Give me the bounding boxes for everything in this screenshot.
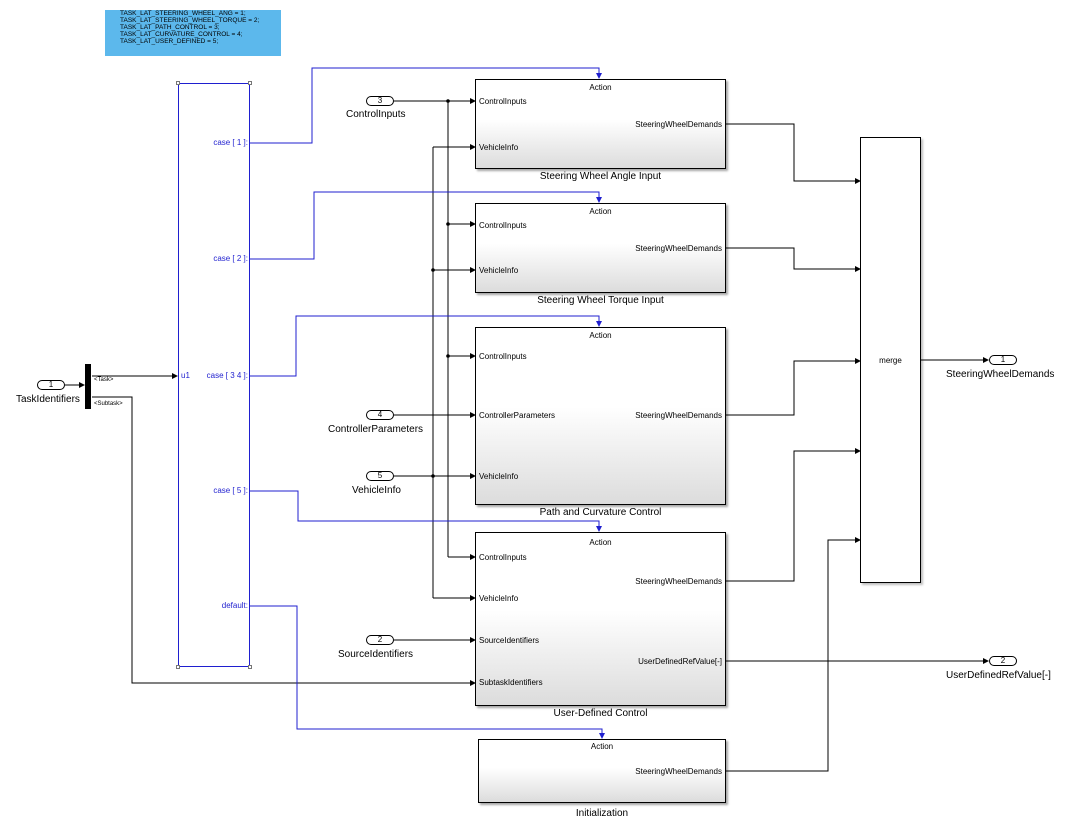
- switch-case-label: case [ 3 4 ]:: [206, 371, 248, 380]
- output-port-label: SteeringWheelDemands: [635, 244, 722, 253]
- inport-label: SourceIdentifiers: [338, 649, 414, 660]
- outport-label: SteeringWheelDemands: [946, 369, 1055, 380]
- inport-control-inputs[interactable]: 3: [366, 96, 394, 106]
- switch-case-label: default:: [221, 601, 248, 610]
- subsystem-title: Steering Wheel Angle Input: [539, 171, 662, 182]
- switch-case-block[interactable]: [178, 83, 250, 667]
- subsystem-steering-wheel-torque-input[interactable]: Action ControlInputs VehicleInfo Steerin…: [475, 203, 726, 293]
- port-number: 2: [377, 635, 383, 644]
- input-port-label: VehicleInfo: [479, 266, 519, 275]
- resize-handle[interactable]: [248, 81, 252, 85]
- input-port-label: VehicleInfo: [479, 594, 519, 603]
- output-port-label: SteeringWheelDemands: [635, 120, 722, 129]
- input-port-label: VehicleInfo: [479, 143, 519, 152]
- subsystem-title: User-Defined Control: [553, 708, 648, 719]
- switch-case-label: case [ 2 ]:: [213, 254, 248, 263]
- note-line: TASK_LAT_CURVATURE_CONTROL = 4;: [120, 30, 243, 38]
- merge-label: merge: [879, 356, 902, 365]
- subsystem-title: Initialization: [575, 808, 629, 819]
- action-port-label: Action: [589, 83, 612, 92]
- input-port-label: VehicleInfo: [479, 472, 519, 481]
- bus-out-subtask-label: <Subtask>: [94, 401, 123, 407]
- inport-label: TaskIdentifiers: [16, 394, 80, 405]
- output-port-label: UserDefinedRefValue[-]: [638, 657, 722, 666]
- subsystem-steering-wheel-angle-input[interactable]: Action ControlInputs VehicleInfo Steerin…: [475, 79, 726, 169]
- inport-source-identifiers[interactable]: 2: [366, 635, 394, 645]
- switch-case-label: case [ 5 ]:: [213, 486, 248, 495]
- subsystem-path-and-curvature-control[interactable]: Action ControlInputs ControllerParameter…: [475, 327, 726, 505]
- port-number: 5: [377, 471, 383, 480]
- action-port-label: Action: [589, 207, 612, 216]
- input-port-label: SourceIdentifiers: [479, 636, 540, 645]
- note-line: TASK_LAT_PATH_CONTROL = 3;: [120, 23, 220, 31]
- subsystem-title: Path and Curvature Control: [539, 507, 662, 518]
- port-number: 3: [377, 96, 383, 105]
- input-port-label: ControllerParameters: [479, 411, 556, 420]
- subsystem-title: Steering Wheel Torque Input: [537, 295, 664, 306]
- outport-steering-wheel-demands[interactable]: 1: [989, 355, 1017, 365]
- input-port-label: ControlInputs: [479, 352, 527, 361]
- subsystem-user-defined-control[interactable]: Action ControlInputs VehicleInfo SourceI…: [475, 532, 726, 706]
- port-number: 4: [377, 410, 383, 419]
- outport-label: UserDefinedRefValue[-]: [946, 670, 1051, 681]
- inport-task-identifiers[interactable]: 1: [37, 380, 65, 390]
- input-port-label: ControlInputs: [479, 221, 527, 230]
- action-port-label: Action: [589, 331, 612, 340]
- switch-case-label: case [ 1 ]:: [213, 138, 248, 147]
- output-port-label: SteeringWheelDemands: [635, 577, 722, 586]
- resize-handle[interactable]: [176, 665, 180, 669]
- port-number: 2: [1000, 656, 1006, 665]
- bus-selector[interactable]: [85, 364, 91, 409]
- task-id-note: TASK_LAT_STEERING_WHEEL_ANG = 1; TASK_LA…: [105, 10, 281, 56]
- port-number: 1: [1000, 355, 1006, 364]
- merge-block[interactable]: merge: [860, 137, 921, 583]
- resize-handle[interactable]: [176, 81, 180, 85]
- inport-label: VehicleInfo: [352, 485, 401, 496]
- input-port-label: SubtaskIdentifiers: [479, 678, 543, 687]
- inport-controller-parameters[interactable]: 4: [366, 410, 394, 420]
- note-line: TASK_LAT_STEERING_WHEEL_ANG = 1;: [120, 10, 246, 17]
- output-port-label: SteeringWheelDemands: [635, 411, 722, 420]
- subsystem-initialization[interactable]: Action SteeringWheelDemands: [478, 739, 726, 803]
- action-port-label: Action: [589, 538, 612, 547]
- bus-out-task-label: <Task>: [94, 377, 114, 383]
- inport-label: ControllerParameters: [328, 424, 424, 435]
- note-line: TASK_LAT_STEERING_WHEEL_TORQUE = 2;: [120, 16, 260, 24]
- resize-handle[interactable]: [248, 665, 252, 669]
- output-port-label: SteeringWheelDemands: [635, 767, 722, 776]
- note-line: TASK_LAT_USER_DEFINED = 5;: [120, 37, 219, 45]
- inport-label: ControlInputs: [346, 109, 406, 120]
- input-port-label: ControlInputs: [479, 97, 527, 106]
- switch-input-label: u1: [181, 371, 190, 380]
- outport-user-defined-ref-value[interactable]: 2: [989, 656, 1017, 666]
- action-port-label: Action: [590, 742, 614, 751]
- port-number: 1: [48, 380, 54, 389]
- inport-vehicle-info[interactable]: 5: [366, 471, 394, 481]
- input-port-label: ControlInputs: [479, 553, 527, 562]
